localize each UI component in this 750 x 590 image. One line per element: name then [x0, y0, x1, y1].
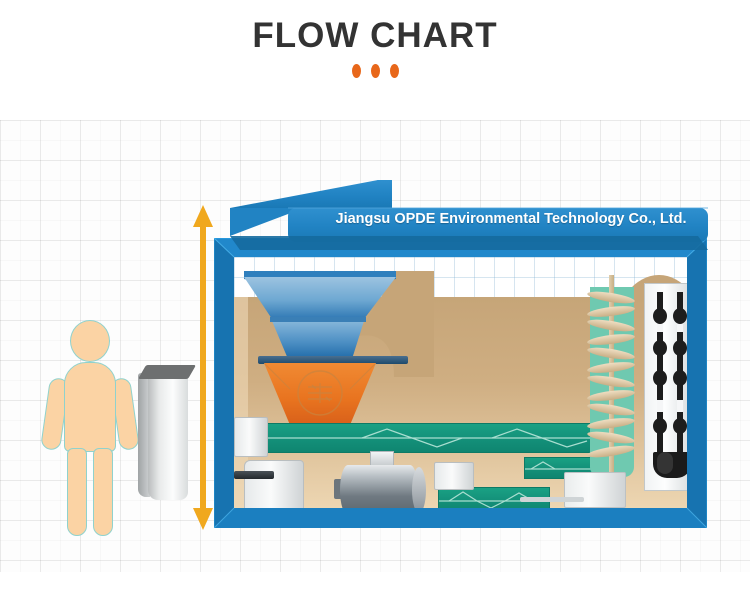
company-banner: Jiangsu OPDE Environmental Technology Co… [230, 180, 708, 250]
chain-link-gap [657, 320, 663, 332]
feed-hopper [244, 271, 396, 361]
discharge-chute-plate [258, 356, 408, 364]
chain-link-gap [677, 400, 683, 412]
figure-head [70, 320, 110, 362]
chain-roller [673, 370, 687, 386]
vertical-screw-elevator [586, 275, 638, 491]
drive-motor [334, 451, 426, 508]
company-banner-shape [230, 180, 708, 250]
main-screw-conveyor [266, 423, 593, 453]
chain-roller [653, 308, 667, 324]
feeder-box [234, 417, 268, 457]
mixing-hopper [263, 362, 377, 425]
machine-assembly [214, 238, 707, 528]
elevator-bucket-lip [657, 452, 673, 474]
control-panel-side [138, 373, 150, 497]
canvas-bottom-padding [0, 572, 750, 590]
elevator-base-box [564, 472, 626, 508]
height-dimension-arrow [192, 205, 214, 530]
chain-roller [673, 418, 687, 434]
title-dot [389, 64, 399, 78]
machine-interior [234, 257, 687, 508]
chain-roller [673, 308, 687, 324]
chain-roller [653, 370, 667, 386]
feed-hopper-svg [244, 271, 396, 359]
chain-bucket-elevator [644, 283, 687, 491]
page-title: FLOW CHART [252, 16, 498, 55]
height-arrow-svg [193, 205, 213, 530]
chain-roller [653, 340, 667, 356]
title-dot [351, 64, 361, 78]
motor-body [340, 465, 418, 508]
motor-end-cap [412, 467, 426, 508]
drive-shaft [234, 471, 274, 479]
chain-link-gap [657, 400, 663, 412]
figure-leg-right [93, 448, 113, 536]
elevator-base-rail [520, 497, 584, 502]
title-dots-ornament [0, 64, 750, 78]
title-dot [370, 64, 380, 78]
secondary-conveyor-pattern [525, 461, 591, 470]
figure-torso [64, 362, 116, 452]
header: FLOW CHART [0, 0, 750, 120]
gearbox-unit [244, 460, 304, 508]
company-name-label: Jiangsu OPDE Environmental Technology Co… [335, 211, 687, 227]
control-panel [138, 365, 197, 500]
chain-link-gap [677, 320, 683, 332]
control-panel-face [148, 373, 188, 500]
control-panel-top [138, 365, 197, 379]
main-conveyor-pattern [267, 428, 592, 448]
junction-box [434, 462, 474, 490]
figure-leg-left [67, 448, 87, 536]
operator-scale-figure [40, 320, 140, 536]
chain-roller [653, 418, 667, 434]
chain-roller [673, 340, 687, 356]
mixing-hopper-svg [263, 362, 377, 425]
